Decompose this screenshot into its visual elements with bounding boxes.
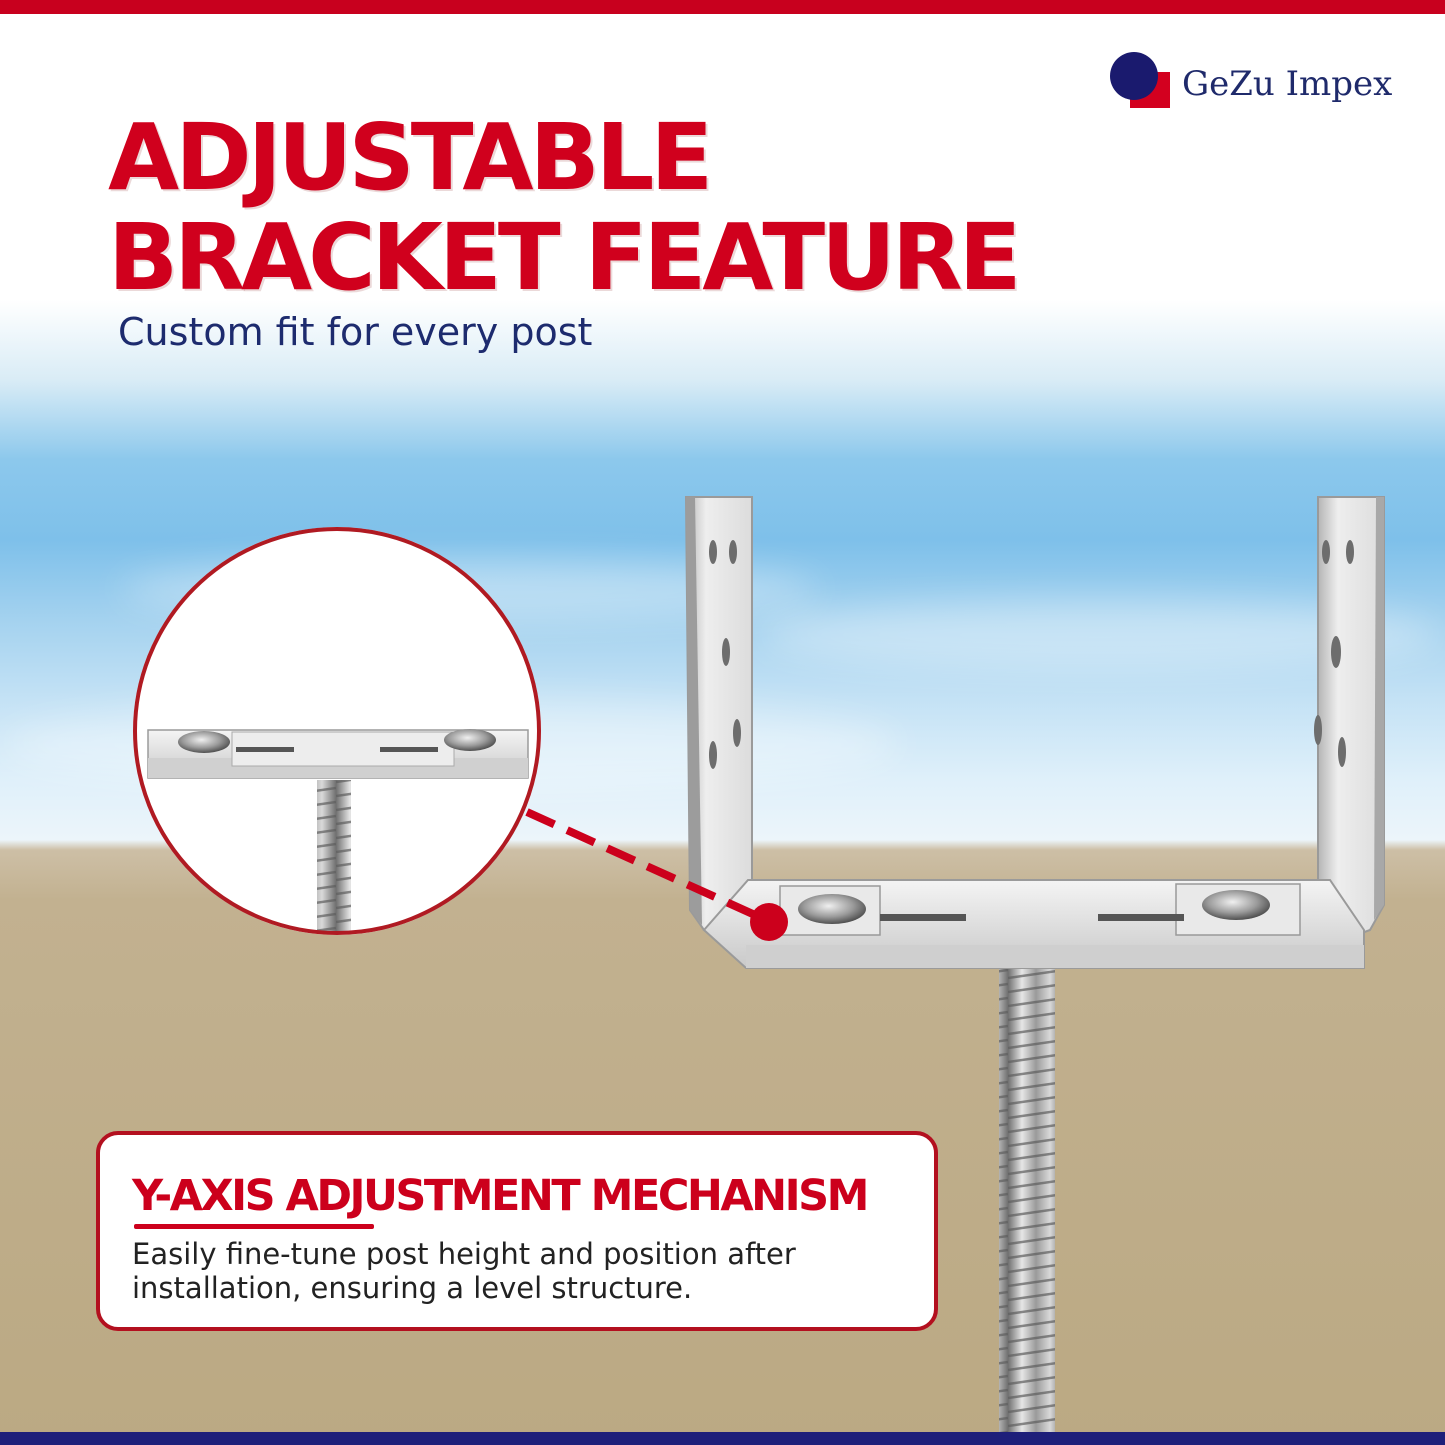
title-line-1: ADJUSTABLE xyxy=(108,104,713,211)
brand-logo: GeZu Impex xyxy=(1110,52,1400,112)
threaded-rod-icon xyxy=(999,960,1055,1440)
callout-underline xyxy=(134,1224,374,1229)
logo-circle-icon xyxy=(1110,52,1158,100)
title-line-2: BRACKET FEATURE xyxy=(108,204,1022,311)
callout-body: Easily fine-tune post height and positio… xyxy=(132,1237,796,1305)
page-title: ADJUSTABLE BRACKET FEATURE xyxy=(108,104,1022,311)
feature-callout-card: Y-AXIS ADJUSTMENT MECHANISM Easily fine-… xyxy=(96,1131,938,1331)
callout-title: Y-AXIS ADJUSTMENT MECHANISM xyxy=(132,1171,869,1221)
top-accent-bar xyxy=(0,0,1445,14)
subtitle: Custom fit for every post xyxy=(118,310,593,354)
u-bracket-icon xyxy=(684,496,1385,969)
brand-name: GeZu Impex xyxy=(1182,64,1393,104)
zoom-connector xyxy=(525,808,788,941)
zoom-magnifier-icon xyxy=(133,527,541,935)
bottom-accent-bar xyxy=(0,1432,1445,1445)
